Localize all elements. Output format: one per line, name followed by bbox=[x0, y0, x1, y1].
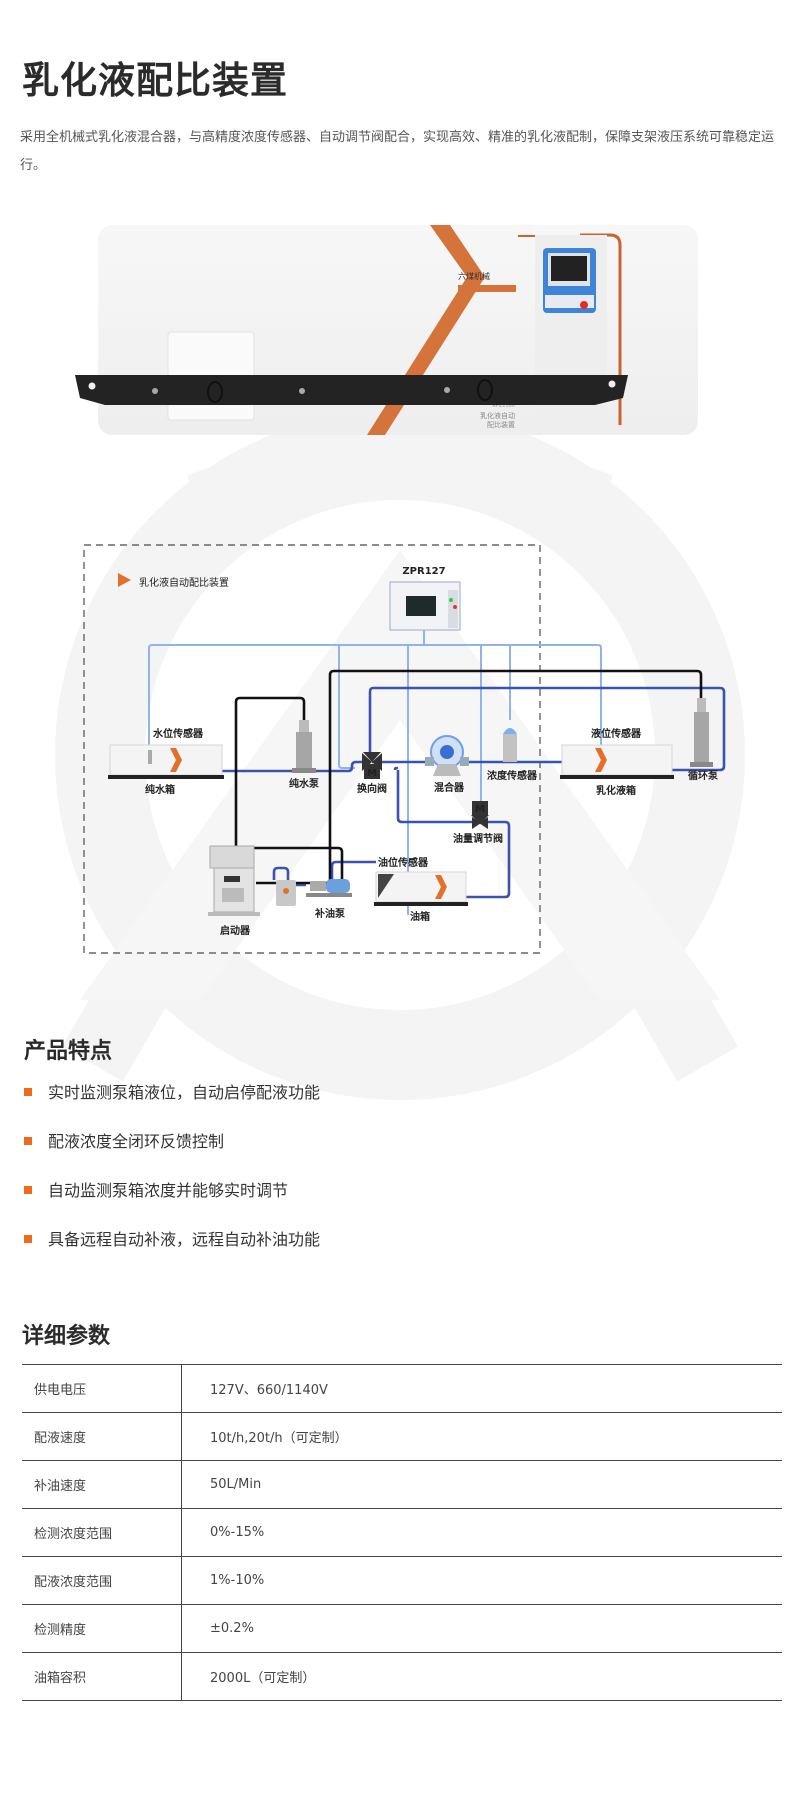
base-rail bbox=[75, 375, 628, 405]
spec-name: 检测浓度范围 bbox=[22, 1508, 182, 1557]
feature-item: 自动监测泵箱浓度并能够实时调节 bbox=[24, 1180, 320, 1229]
spec-name: 供电电压 bbox=[22, 1364, 182, 1413]
oil-tank bbox=[374, 871, 468, 906]
name-line-2: 配比装置 bbox=[487, 420, 515, 429]
feature-item: 实时监测泵箱液位，自动启停配液功能 bbox=[24, 1082, 320, 1131]
name-line-1: 乳化液自动 bbox=[480, 411, 515, 420]
specs-title: 详细参数 bbox=[22, 1324, 111, 1349]
spec-value: 0%-15% bbox=[181, 1508, 782, 1557]
label-circulation-pump: 循环泵 bbox=[688, 769, 719, 782]
spec-name: 配液浓度范围 bbox=[22, 1556, 182, 1605]
control-panel bbox=[543, 248, 596, 313]
oil-drum bbox=[276, 880, 296, 906]
spec-name: 检测精度 bbox=[22, 1604, 182, 1653]
starter bbox=[208, 845, 260, 916]
brand-label: 六煤机械 bbox=[458, 271, 490, 281]
page-title: 乳化液配比装置 bbox=[22, 59, 288, 102]
process-diagram: 乳化液自动配比装置 ZPR127 水位 bbox=[83, 544, 726, 954]
fluid-pipes bbox=[222, 686, 726, 899]
label-emulsion-tank: 乳化液箱 bbox=[596, 784, 636, 797]
bullet-square-icon bbox=[24, 1088, 32, 1096]
spec-value: ±0.2% bbox=[181, 1604, 782, 1653]
label-reversing-valve: 换向阀 bbox=[357, 782, 387, 795]
features-list: 实时监测泵箱液位，自动启停配液功能 配液浓度全闭环反馈控制 自动监测泵箱浓度并能… bbox=[24, 1082, 320, 1278]
label-oil-tank: 油箱 bbox=[410, 910, 430, 923]
label-oil-level-sensor: 油位传感器 bbox=[378, 856, 429, 869]
model-label: RPZ1500 bbox=[492, 403, 515, 409]
concentration-sensor bbox=[503, 728, 517, 762]
product-photo: 六煤机械 RPZ1500 乳化液自动 配比装置 bbox=[75, 225, 698, 435]
spec-value: 10t/h,20t/h（可定制） bbox=[181, 1412, 782, 1461]
spec-name: 油箱容积 bbox=[22, 1652, 182, 1701]
circulation-pump bbox=[690, 698, 713, 767]
label-pure-water-pump: 纯水泵 bbox=[289, 777, 320, 790]
label-concentration-sensor: 浓度传感器 bbox=[487, 769, 538, 782]
controller-zpr127: ZPR127 bbox=[389, 566, 461, 631]
oil-regulating-valve: M bbox=[471, 801, 489, 829]
table-row: 检测精度±0.2% bbox=[22, 1604, 782, 1653]
signal-lines bbox=[148, 630, 602, 915]
reversing-valve-letter: M bbox=[367, 768, 377, 779]
bullet-square-icon bbox=[24, 1235, 32, 1243]
pure-water-pump bbox=[292, 720, 316, 773]
label-starter: 启动器 bbox=[220, 924, 251, 937]
label-mixer: 混合器 bbox=[434, 781, 465, 794]
features-title: 产品特点 bbox=[24, 1039, 113, 1064]
emulsion-tank bbox=[560, 744, 674, 779]
spec-value: 2000L（可定制） bbox=[181, 1652, 782, 1701]
label-liquid-level-sensor: 液位传感器 bbox=[591, 727, 642, 740]
bullet-square-icon bbox=[24, 1186, 32, 1194]
dashed-boundary bbox=[83, 544, 541, 954]
oil-pump bbox=[306, 879, 352, 897]
label-water-level-sensor: 水位传感器 bbox=[152, 727, 204, 740]
label-oil-pump: 补油泵 bbox=[314, 907, 346, 920]
label-pure-water-tank: 纯水箱 bbox=[145, 783, 175, 796]
pure-water-tank bbox=[108, 744, 224, 779]
bullet-square-icon bbox=[24, 1137, 32, 1145]
diagram-title: 乳化液自动配比装置 bbox=[139, 576, 229, 589]
title-triangle-icon bbox=[118, 573, 131, 587]
spec-value: 50L/Min bbox=[181, 1460, 782, 1509]
oil-valve-letter: M bbox=[475, 804, 485, 815]
spec-name: 配液速度 bbox=[22, 1412, 182, 1461]
intro-paragraph: 采用全机械式乳化液混合器，与高精度浓度传感器、自动调节阀配合，实现高效、精准的乳… bbox=[20, 130, 775, 173]
label-oil-regulating-valve: 油量调节阀 bbox=[453, 832, 503, 845]
spec-name: 补油速度 bbox=[22, 1460, 182, 1509]
controller-label: ZPR127 bbox=[402, 566, 445, 577]
reversing-valve: M bbox=[362, 752, 382, 779]
feature-item: 具备远程自动补液，远程自动补油功能 bbox=[24, 1229, 320, 1278]
feature-item: 配液浓度全闭环反馈控制 bbox=[24, 1131, 320, 1180]
spec-value: 1%-10% bbox=[181, 1556, 782, 1605]
spec-value: 127V、660/1140V bbox=[181, 1364, 782, 1413]
mixer bbox=[425, 735, 469, 776]
